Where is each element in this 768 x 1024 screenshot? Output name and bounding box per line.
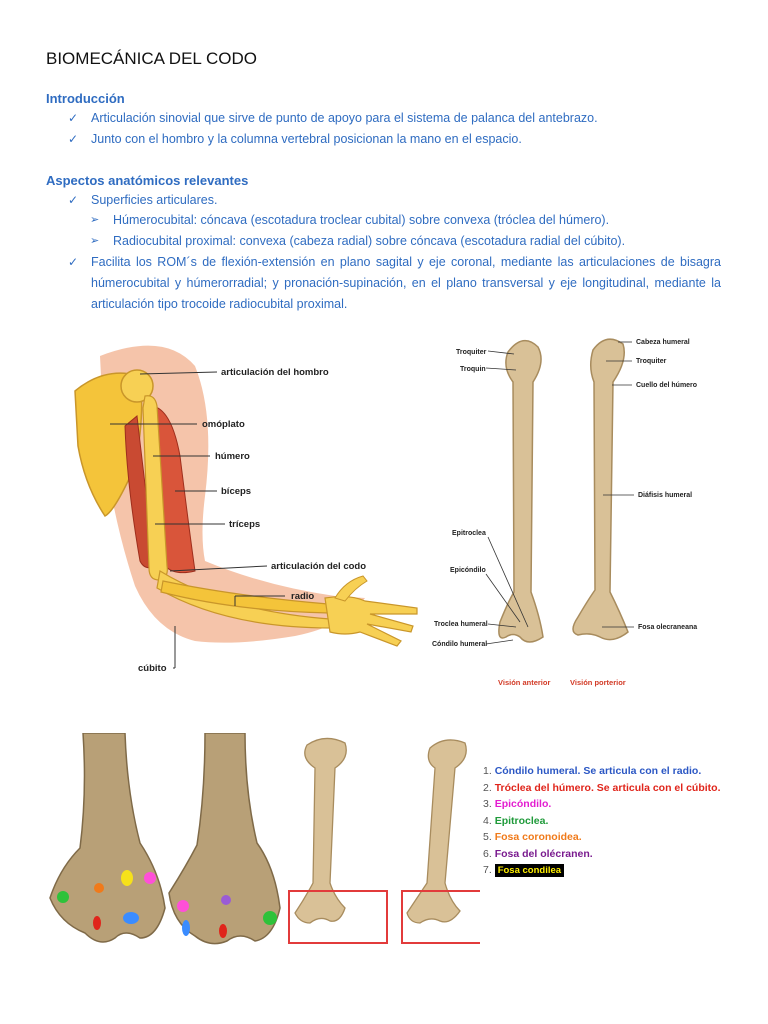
- highlight-box: [401, 890, 480, 944]
- highlight-box: [288, 890, 388, 944]
- bone-legend: 1. Cóndilo humeral. Se articula con el r…: [483, 763, 721, 880]
- check-icon: ✓: [68, 111, 79, 125]
- troclea-marker: [219, 924, 227, 938]
- label-troquiter-posterior: Troquiter: [636, 358, 667, 365]
- aspects-item: Superficies articulares.: [91, 193, 218, 207]
- condilo-humeral-marker: [123, 912, 139, 924]
- legend-item: 6. Fosa del olécranen.: [483, 847, 593, 860]
- aspects-subitem: Húmerocubital: cóncava (escotadura trocl…: [113, 213, 610, 227]
- fosa-olecranon-marker: [221, 895, 231, 905]
- label-cubito: cúbito: [138, 663, 167, 674]
- page-title: BIOMECÁNICA DEL CODO: [46, 49, 257, 68]
- label-condilo-humeral: Cóndilo humeral: [432, 641, 487, 648]
- arm-anatomy-figure: articulación del hombro omóplato húmero …: [45, 336, 425, 688]
- label-triceps: tríceps: [229, 519, 260, 530]
- label-epitroclea: Epitroclea: [452, 530, 486, 537]
- label-radio: radio: [291, 591, 314, 602]
- condilo-humeral-marker: [182, 920, 190, 936]
- legend-item: 2. Tróclea del húmero. Se articula con e…: [483, 781, 721, 794]
- humerus-views-figure: Troquiter Troquin Epitroclea Epicóndilo …: [428, 332, 728, 692]
- epicondilo-marker: [177, 900, 189, 912]
- distal-humerus-figure: [45, 733, 480, 960]
- legend-item: 5. Fosa coronoidea.: [483, 831, 582, 843]
- intro-item: Junto con el hombro y la columna vertebr…: [91, 132, 522, 146]
- label-biceps: bíceps: [221, 486, 251, 497]
- label-troclea-humeral: Troclea humeral: [434, 621, 488, 628]
- legend-item: 4. Epitroclea.: [483, 814, 549, 827]
- fosa-coronoidea-marker: [94, 883, 104, 893]
- legend-item: 1. Cóndilo humeral. Se articula con el r…: [483, 765, 702, 777]
- aspects-paragraph: Facilita los ROM´s de flexión-extensión …: [91, 255, 721, 311]
- label-humero: húmero: [215, 451, 250, 462]
- epitroclea-marker: [57, 891, 69, 903]
- caption-posterior: Visión porterior: [570, 678, 626, 687]
- caption-anterior: Visión anterior: [498, 678, 550, 687]
- label-omoplato: omóplato: [202, 419, 245, 430]
- label-articulacion-codo: articulación del codo: [271, 561, 366, 572]
- fosa-condilea-marker: [121, 870, 133, 886]
- epicondilo-marker: [144, 872, 156, 884]
- label-diafisis-humeral: Diáfisis humeral: [638, 492, 692, 499]
- aspects-subitem: Radiocubital proximal: convexa (cabeza r…: [113, 234, 626, 248]
- label-cuello-humero: Cuello del húmero: [636, 382, 697, 389]
- check-icon: ✓: [68, 193, 79, 207]
- label-fosa-olecraneana: Fosa olecraneana: [638, 624, 697, 631]
- epitroclea-marker: [263, 911, 277, 925]
- legend-item: 3. Epicóndilo.: [483, 798, 552, 810]
- label-troquin: Troquin: [460, 366, 486, 373]
- check-icon: ✓: [68, 255, 79, 269]
- label-articulacion-hombro: articulación del hombro: [221, 367, 329, 378]
- check-icon: ✓: [68, 132, 79, 146]
- arrow-bullet-icon: ➢: [90, 214, 100, 226]
- legend-item: 7. Fosa condilea: [483, 862, 721, 880]
- label-epicondilo: Epicóndilo: [450, 567, 486, 574]
- troclea-marker: [93, 916, 101, 930]
- label-cabeza-humeral: Cabeza humeral: [636, 339, 690, 346]
- arrow-bullet-icon: ➢: [90, 235, 100, 247]
- aspects-heading: Aspectos anatómicos relevantes: [46, 173, 249, 188]
- intro-heading: Introducción: [46, 91, 125, 106]
- intro-item: Articulación sinovial que sirve de punto…: [91, 111, 598, 125]
- label-troquiter-anterior: Troquiter: [456, 349, 487, 356]
